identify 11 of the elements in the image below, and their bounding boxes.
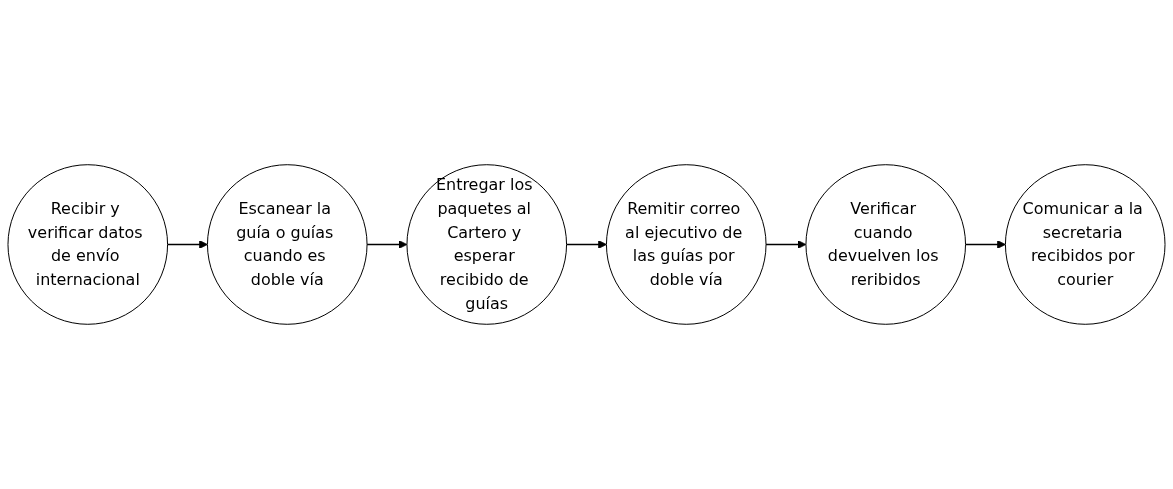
node-circle: Verificar cuando devuelven los reribidos	[805, 164, 967, 325]
arrow	[366, 240, 408, 249]
node-circle: Escanear la guía o guías cuando es doble vía	[206, 164, 368, 325]
node-circle: Comunicar a la secretaria recibidos por courier	[1004, 164, 1166, 325]
node-circle: Entregar los paquetes al Cartero y esperar recibido de guías	[406, 164, 568, 325]
arrow	[964, 240, 1006, 249]
node-circle: Recibir y verificar datos de envío internacional	[7, 164, 169, 325]
arrow	[765, 240, 807, 249]
arrow	[565, 240, 607, 249]
arrow	[166, 240, 208, 249]
node-circle: Remitir correo al ejecutivo de las guías por doble vía	[605, 164, 767, 325]
